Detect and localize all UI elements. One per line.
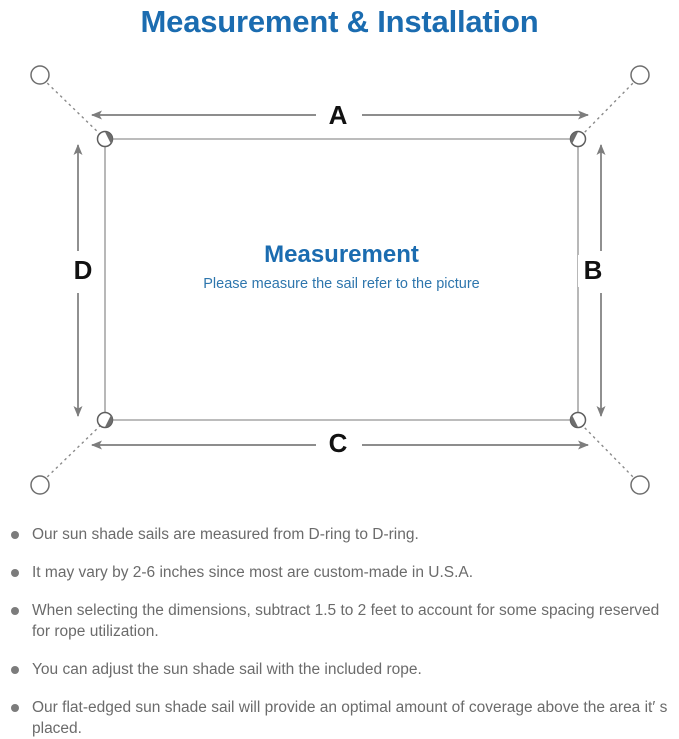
bullet-icon bbox=[11, 569, 19, 577]
d-ring-wedges bbox=[105, 132, 578, 427]
anchor-point-top-left bbox=[30, 65, 50, 85]
list-item: It may vary by 2-6 inches since most are… bbox=[0, 562, 679, 583]
note-text: Our sun shade sails are measured from D-… bbox=[32, 526, 419, 543]
list-item: When selecting the dimensions, subtract … bbox=[0, 600, 679, 642]
note-text: Our flat-edged sun shade sail will provi… bbox=[32, 699, 668, 737]
d-ring-wedge-bottom-right bbox=[570, 415, 578, 427]
bullet-icon bbox=[11, 666, 19, 674]
anchor-points bbox=[30, 65, 650, 495]
rope-top-left bbox=[42, 78, 104, 138]
measurement-diagram: Measurement Please measure the sail refe… bbox=[0, 46, 679, 516]
bullet-icon bbox=[11, 704, 19, 712]
rope-top-right bbox=[579, 78, 638, 138]
anchor-point-top-right bbox=[630, 65, 650, 85]
d-ring-wedge-top-right bbox=[570, 132, 578, 144]
dimension-label-a: A bbox=[320, 100, 356, 130]
list-item: You can adjust the sun shade sail with t… bbox=[0, 659, 679, 680]
note-text: When selecting the dimensions, subtract … bbox=[32, 602, 660, 640]
d-ring-wedge-top-left bbox=[105, 132, 113, 144]
d-ring-wedge-bottom-left bbox=[105, 415, 113, 427]
dimension-label-b: B bbox=[578, 255, 608, 287]
dimension-label-c: C bbox=[320, 428, 356, 460]
rope-lines bbox=[42, 78, 638, 482]
sail-rectangle bbox=[104, 138, 579, 421]
bullet-icon bbox=[11, 607, 19, 615]
note-text: It may vary by 2-6 inches since most are… bbox=[32, 564, 474, 581]
anchor-point-bottom-right bbox=[630, 475, 650, 495]
notes-list: Our sun shade sails are measured from D-… bbox=[0, 524, 679, 739]
dimension-label-d: D bbox=[68, 255, 98, 287]
note-text: You can adjust the sun shade sail with t… bbox=[32, 661, 422, 678]
list-item: Our sun shade sails are measured from D-… bbox=[0, 524, 679, 545]
rope-bottom-left bbox=[42, 422, 104, 482]
list-item: Our flat-edged sun shade sail will provi… bbox=[0, 697, 679, 739]
diagram-svg bbox=[30, 65, 650, 495]
page-title: Measurement & Installation bbox=[140, 4, 539, 39]
bullet-icon bbox=[11, 531, 19, 539]
anchor-point-bottom-left bbox=[30, 475, 50, 495]
rope-bottom-right bbox=[579, 422, 638, 482]
dimension-arrows bbox=[73, 110, 606, 450]
